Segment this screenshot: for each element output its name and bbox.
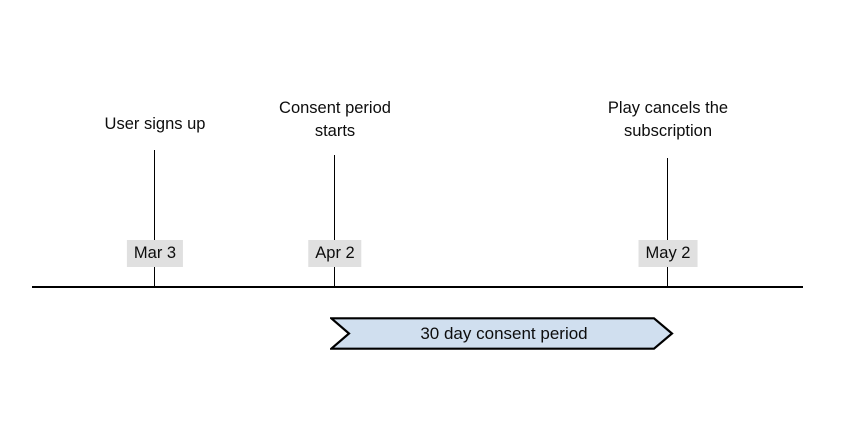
event-caption-line: subscription xyxy=(623,122,713,140)
event-caption-line: starts xyxy=(314,122,356,140)
consent-period-banner-label: 30 day consent period xyxy=(420,323,588,343)
event-tick-line-user-signs-up xyxy=(154,150,156,287)
event-caption-line: User signs up xyxy=(104,115,206,133)
event-tick-line-play-cancels-subscription xyxy=(667,158,669,287)
event-caption-line: Consent period xyxy=(279,99,391,117)
event-caption-consent-period-starts: Consent period starts xyxy=(279,97,391,143)
timeline-axis-line xyxy=(32,286,803,288)
event-caption-line: Play cancels the xyxy=(607,99,729,117)
event-date-chip-user-signs-up: Mar 3 xyxy=(126,240,184,267)
event-tick-line-consent-period-starts xyxy=(334,155,336,287)
event-date-chip-consent-period-starts: Apr 2 xyxy=(308,240,362,267)
event-caption-user-signs-up: User signs up xyxy=(105,113,206,136)
event-date-chip-play-cancels-subscription: May 2 xyxy=(638,240,698,267)
consent-period-banner: 30 day consent period xyxy=(330,317,674,350)
event-caption-play-cancels-subscription: Play cancels the subscription xyxy=(608,97,728,143)
consent-period-banner-shape xyxy=(330,317,674,350)
